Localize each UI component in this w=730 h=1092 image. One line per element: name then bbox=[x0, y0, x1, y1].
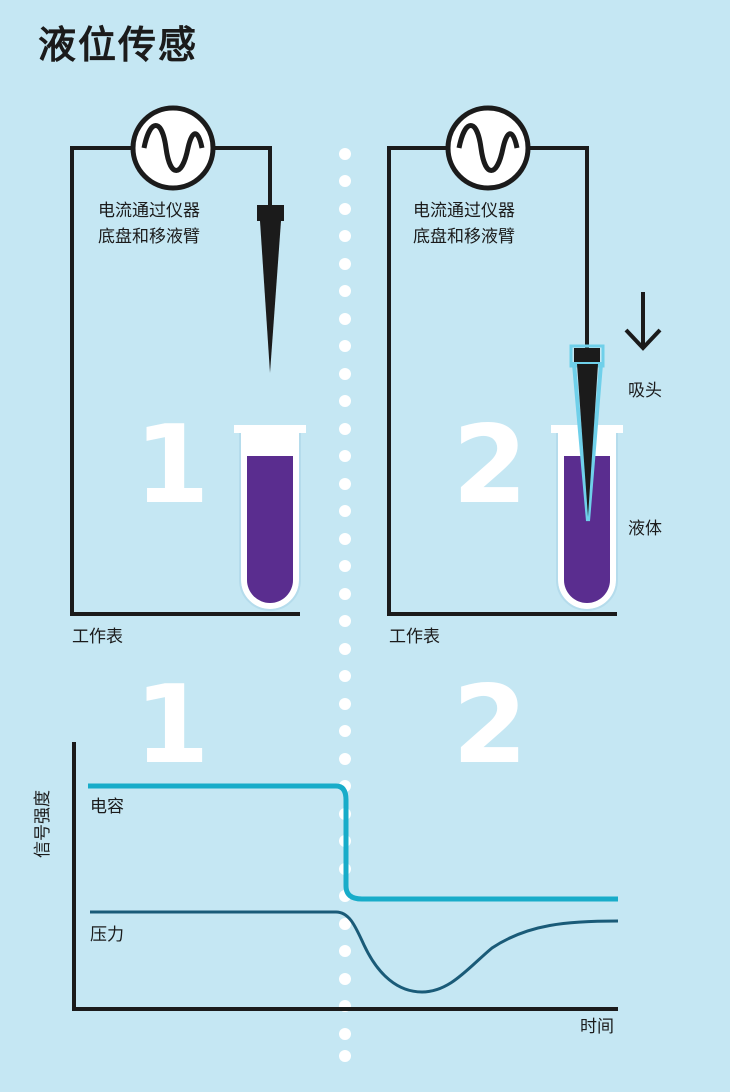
ac-source-icon bbox=[130, 105, 216, 191]
graph-phase-2-number: 2 bbox=[452, 663, 528, 788]
pipette-tip-icon bbox=[569, 344, 605, 522]
panel-1-number: 1 bbox=[134, 403, 210, 528]
graph-axes bbox=[72, 742, 618, 1011]
panel-1-circuit bbox=[70, 146, 300, 616]
probe-label-line1: 电流通过仪器 bbox=[98, 201, 200, 221]
probe-label: 电流通过仪器 底盘和移液臂 bbox=[98, 198, 200, 250]
dotted-divider bbox=[339, 148, 351, 1062]
ac-source-icon bbox=[445, 105, 531, 191]
pressure-series-label: 压力 bbox=[90, 925, 124, 945]
pipette-tip-icon bbox=[257, 205, 284, 373]
page-title: 液位传感 bbox=[38, 23, 199, 67]
y-axis-label: 信号强度 bbox=[33, 790, 53, 858]
test-tube-icon bbox=[234, 425, 306, 611]
x-axis-label: 时间 bbox=[580, 1017, 614, 1037]
worktable-label: 工作表 bbox=[72, 627, 123, 647]
graph-phase-1-number: 1 bbox=[134, 663, 210, 788]
pressure-curve bbox=[90, 910, 619, 994]
probe-label-line2: 底盘和移液臂 bbox=[98, 227, 200, 247]
capacitance-series-label: 电容 bbox=[90, 797, 124, 817]
probe-label-line1: 电流通过仪器 bbox=[413, 201, 515, 221]
tip-label: 吸头 bbox=[628, 381, 662, 401]
capacitance-curve bbox=[88, 783, 618, 902]
panel-2-circuit bbox=[387, 146, 617, 616]
panel-2-number: 2 bbox=[452, 403, 528, 528]
probe-label: 电流通过仪器 底盘和移液臂 bbox=[413, 198, 515, 250]
probe-label-line2: 底盘和移液臂 bbox=[413, 227, 515, 247]
down-arrow-icon bbox=[624, 292, 662, 351]
worktable-label: 工作表 bbox=[389, 627, 440, 647]
liquid-label: 液体 bbox=[628, 519, 662, 539]
